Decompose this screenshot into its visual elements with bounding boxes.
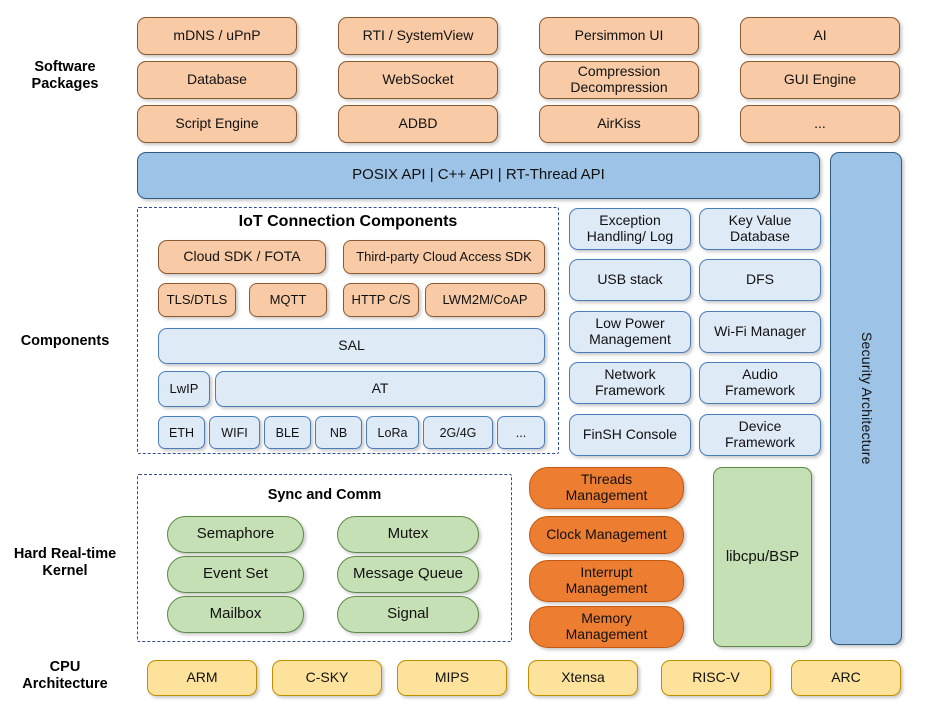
iot-cloud-box[interactable]: Cloud SDK / FOTA — [158, 240, 326, 274]
iot-link-box[interactable]: ETH — [158, 416, 205, 449]
package-box[interactable]: mDNS / uPnP — [137, 17, 297, 55]
iot-lwip-box[interactable]: LwIP — [158, 371, 210, 407]
iot-protocol-box[interactable]: TLS/DTLS — [158, 283, 236, 317]
sync-group-title: Sync and Comm — [267, 487, 382, 503]
sync-box[interactable]: Message Queue — [337, 556, 479, 593]
iot-connection-components-group — [137, 207, 559, 454]
component-box[interactable]: USB stack — [569, 259, 691, 301]
kernel-service-box[interactable]: Clock Management — [529, 516, 684, 554]
sync-and-comm-group — [137, 474, 512, 642]
sync-box[interactable]: Signal — [337, 596, 479, 633]
kernel-service-box[interactable]: Threads Management — [529, 467, 684, 509]
iot-protocol-box[interactable]: MQTT — [249, 283, 327, 317]
component-box[interactable]: FinSH Console — [569, 414, 691, 456]
iot-link-box[interactable]: 2G/4G — [423, 416, 493, 449]
iot-group-title: IoT Connection Components — [238, 213, 458, 230]
package-box[interactable]: WebSocket — [338, 61, 498, 99]
component-box[interactable]: Exception Handling/ Log — [569, 208, 691, 250]
package-box[interactable]: Script Engine — [137, 105, 297, 143]
kernel-service-box[interactable]: Memory Management — [529, 606, 684, 648]
sync-box[interactable]: Semaphore — [167, 516, 304, 553]
sync-box[interactable]: Mailbox — [167, 596, 304, 633]
iot-at-box[interactable]: AT — [215, 371, 545, 407]
security-architecture-column[interactable]: Security Architecture — [830, 152, 902, 645]
package-box[interactable]: ... — [740, 105, 900, 143]
component-box[interactable]: Device Framework — [699, 414, 821, 456]
iot-link-box[interactable]: NB — [315, 416, 362, 449]
row-label-components: Components — [20, 333, 110, 350]
component-box[interactable]: Network Framework — [569, 362, 691, 404]
package-box[interactable]: Compression Decompression — [539, 61, 699, 99]
cpu-arch-box[interactable]: MIPS — [397, 660, 507, 696]
component-box[interactable]: DFS — [699, 259, 821, 301]
row-label-cpu-architecture: CPU Architecture — [22, 658, 108, 692]
iot-protocol-box[interactable]: HTTP C/S — [343, 283, 419, 317]
component-box[interactable]: Audio Framework — [699, 362, 821, 404]
package-box[interactable]: GUI Engine — [740, 61, 900, 99]
iot-link-box[interactable]: LoRa — [366, 416, 419, 449]
component-box[interactable]: Key Value Database — [699, 208, 821, 250]
iot-link-box[interactable]: ... — [497, 416, 545, 449]
security-architecture-label: Security Architecture — [858, 332, 875, 465]
package-box[interactable]: AI — [740, 17, 900, 55]
row-label-kernel: Hard Real-time Kernel — [13, 545, 117, 579]
cpu-arch-box[interactable]: C-SKY — [272, 660, 382, 696]
kernel-service-box[interactable]: Interrupt Management — [529, 560, 684, 602]
iot-link-box[interactable]: BLE — [264, 416, 311, 449]
package-box[interactable]: Persimmon UI — [539, 17, 699, 55]
cpu-arch-box[interactable]: ARC — [791, 660, 901, 696]
cpu-arch-box[interactable]: ARM — [147, 660, 257, 696]
package-box[interactable]: Database — [137, 61, 297, 99]
package-box[interactable]: AirKiss — [539, 105, 699, 143]
iot-link-box[interactable]: WIFI — [209, 416, 260, 449]
libcpu-bsp-box[interactable]: libcpu/BSP — [713, 467, 812, 647]
iot-sal-box[interactable]: SAL — [158, 328, 545, 364]
iot-cloud-box[interactable]: Third-party Cloud Access SDK — [343, 240, 545, 274]
package-box[interactable]: RTI / SystemView — [338, 17, 498, 55]
sync-box[interactable]: Event Set — [167, 556, 304, 593]
api-bar[interactable]: POSIX API | C++ API | RT-Thread API — [137, 152, 820, 199]
component-box[interactable]: Low Power Management — [569, 311, 691, 353]
sync-box[interactable]: Mutex — [337, 516, 479, 553]
package-box[interactable]: ADBD — [338, 105, 498, 143]
cpu-arch-box[interactable]: Xtensa — [528, 660, 638, 696]
iot-protocol-box[interactable]: LWM2M/CoAP — [425, 283, 545, 317]
row-label-software-packages: Software Packages — [31, 58, 99, 92]
cpu-arch-box[interactable]: RISC-V — [661, 660, 771, 696]
component-box[interactable]: Wi-Fi Manager — [699, 311, 821, 353]
